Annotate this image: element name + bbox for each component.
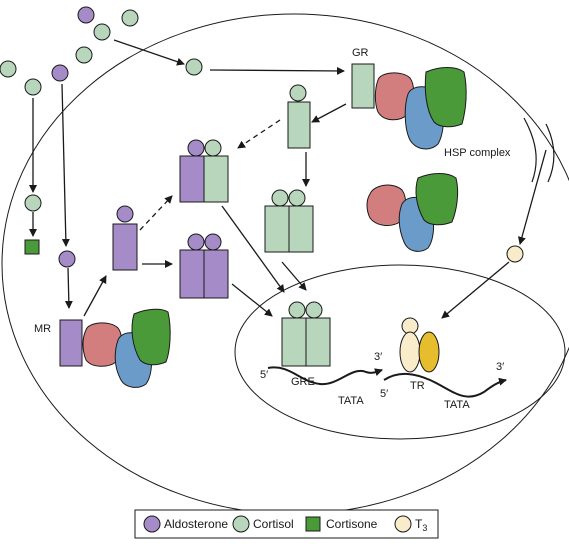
gr-receptor-monomer — [287, 101, 311, 149]
aldosterone-molecule — [58, 250, 76, 268]
aldosterone-molecule — [77, 6, 95, 24]
arrow-heterodimer-to-nucleus — [221, 205, 285, 293]
mr-receptor — [179, 155, 205, 203]
cortisol-molecule — [305, 301, 323, 319]
legend-t3-label: T3 — [415, 517, 427, 533]
three-prime-right: 3′ — [496, 361, 504, 373]
gr-receptor — [281, 317, 307, 367]
cortisol-molecule — [121, 9, 139, 27]
extracellular-hormones — [0, 6, 139, 96]
five-prime-right: 5′ — [380, 388, 388, 400]
t3-molecule — [506, 245, 524, 263]
hsp-complex-label: HSP complex — [444, 147, 511, 159]
mr-label: MR — [34, 323, 51, 335]
aldosterone-molecule — [187, 139, 205, 157]
arrow-gr-release — [311, 103, 347, 123]
legend-t3-swatch — [394, 515, 412, 533]
legend-cortisone-label: Cortisone — [326, 517, 378, 531]
aldosterone-molecule — [116, 205, 134, 223]
cortisone-molecule — [24, 239, 40, 255]
legend-cortisol-swatch — [232, 515, 250, 533]
aldosterone-molecule — [187, 233, 205, 251]
cortisol-molecule — [0, 60, 17, 78]
gr-receptor — [288, 205, 314, 253]
mr-receptor-monomer — [112, 223, 138, 271]
dna-strand-gre — [267, 366, 383, 386]
gr-receptor — [351, 63, 375, 109]
hsp-green-protein — [415, 173, 459, 226]
cell-membrane — [1, 13, 569, 515]
hsp-green-protein — [131, 308, 171, 366]
cortisol-molecule — [289, 84, 307, 102]
legend-aldosterone-swatch — [143, 515, 161, 533]
tata-left-label: TATA — [338, 395, 364, 407]
mr-hsp-complex — [59, 308, 171, 388]
membrane-channel-left — [523, 117, 537, 183]
tata-right-label: TATA — [444, 399, 470, 411]
cortisol-molecule — [288, 301, 306, 319]
cortisol-molecule — [271, 189, 289, 207]
gre-label: GRE — [291, 376, 315, 388]
arrow-gr-heterodimer — [237, 119, 281, 149]
gr-dimer — [264, 189, 314, 253]
arrow-mr-dimer-to-nucleus — [231, 283, 273, 317]
arrow-cortisol-entry — [113, 39, 185, 66]
cortisol-molecule — [185, 58, 203, 76]
cortisol-molecule — [204, 139, 222, 157]
mr-receptor — [59, 319, 83, 367]
mr-dimer — [179, 233, 229, 299]
gr-receptor — [264, 205, 290, 253]
arrow-mr-release — [83, 275, 107, 317]
tr-complex — [399, 317, 440, 373]
arrow-mr-heterodimer — [139, 195, 173, 231]
aldosterone-molecule — [204, 233, 222, 251]
gr-label: GR — [352, 47, 369, 59]
gr-receptor — [305, 317, 331, 367]
mr-receptor — [203, 249, 229, 299]
nuclear-gr-dimer — [281, 301, 331, 367]
cortisol-molecule — [75, 46, 93, 64]
five-prime-left: 5′ — [260, 369, 268, 381]
tr-left-subunit — [399, 331, 421, 373]
cortisol-molecule — [24, 78, 42, 96]
arrow-aldosterone-inward — [61, 83, 70, 247]
dna-strand-tr — [383, 373, 507, 398]
arrow-gr-dimer-to-nucleus — [281, 261, 307, 291]
free-hsp-complex — [366, 173, 459, 252]
nucleus — [234, 264, 566, 440]
arrow-t3-to-tr — [441, 261, 510, 319]
tr-label: TR — [410, 380, 425, 392]
arrow-aldosterone-to-mr — [64, 267, 73, 309]
hsp-green-protein — [424, 67, 467, 128]
legend-cortisol-label: Cortisol — [253, 517, 294, 531]
legend-cortisone-swatch — [305, 516, 321, 532]
arrow-cortisol-to-gr — [209, 66, 345, 75]
cortisol-molecule — [93, 23, 111, 41]
gr-receptor — [203, 155, 229, 203]
legend-box — [134, 509, 439, 539]
tr-right-subunit — [418, 331, 440, 373]
three-prime-left: 3′ — [374, 351, 382, 363]
legend: Aldosterone Cortisol Cortisone T3 — [134, 509, 439, 539]
gr-hsp-complex — [351, 63, 467, 150]
cortisol-molecule — [24, 194, 42, 212]
membrane-channel-right — [545, 123, 555, 183]
aldosterone-molecule — [51, 64, 69, 82]
arrow-t3-entry — [518, 149, 547, 245]
mr-gr-heterodimer — [179, 139, 229, 203]
cortisol-molecule — [288, 189, 306, 207]
legend-aldosterone-label: Aldosterone — [164, 517, 228, 531]
mr-receptor — [179, 249, 205, 299]
